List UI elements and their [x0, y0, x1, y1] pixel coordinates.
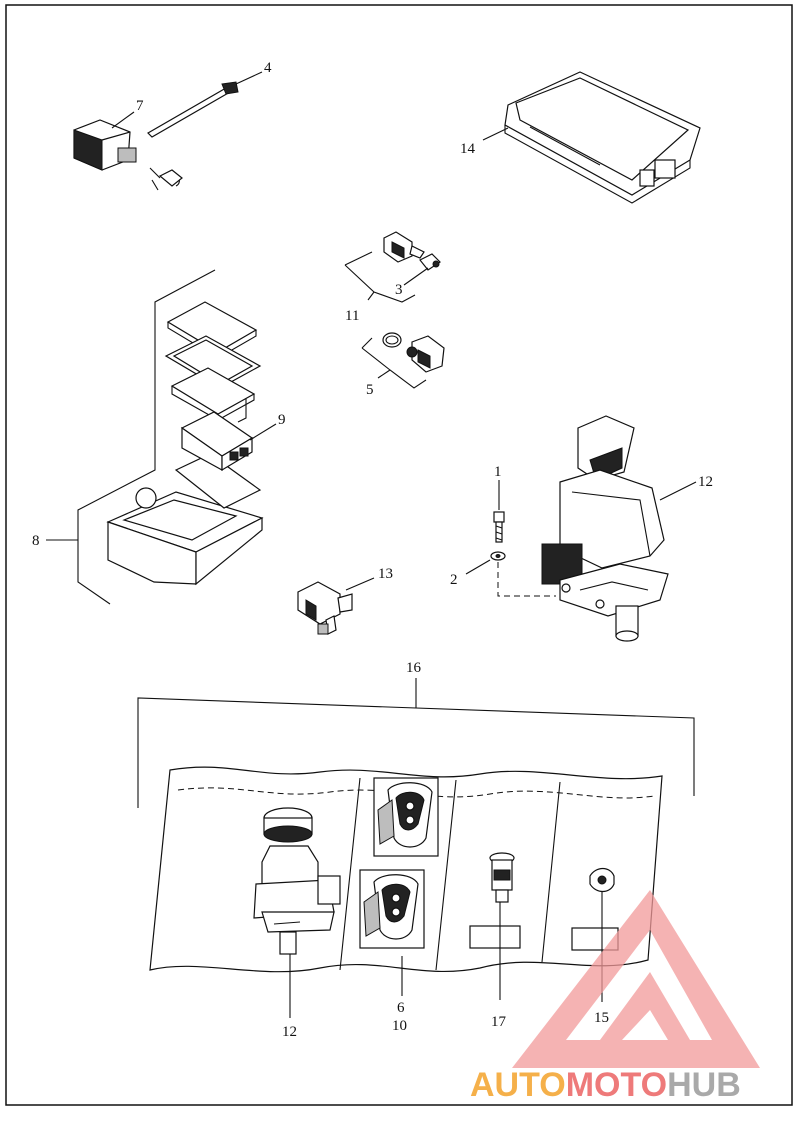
callout-1: 1 [494, 464, 502, 480]
callout-2: 2 [450, 572, 458, 588]
callout-6: 6 [397, 1000, 405, 1016]
kit-key-fob-upper [373, 777, 439, 857]
callout-17: 17 [491, 1014, 507, 1030]
kit-lock-cylinder [469, 852, 521, 949]
part-8-battery-box-assembly [106, 301, 264, 586]
kit-key-fob-lower [359, 869, 425, 949]
part-4-cable-tie [147, 81, 239, 138]
callout-12-top: 12 [698, 474, 713, 490]
watermark-hub: HUB [667, 1066, 741, 1104]
callout-12-kit: 12 [282, 1024, 297, 1040]
part-9-module [180, 411, 254, 472]
part-7-connector [73, 119, 183, 191]
group-8-bracket [77, 269, 216, 605]
callout-10: 10 [392, 1018, 407, 1034]
callout-16: 16 [406, 660, 422, 676]
callout-14: 14 [460, 141, 476, 157]
callout-9: 9 [278, 412, 286, 428]
part-13-sensor [297, 581, 353, 635]
kit-mount-bracket [571, 867, 619, 951]
kit-ignition-switch [253, 807, 341, 955]
part-2-washer [490, 551, 506, 561]
part-1-bolt [493, 511, 505, 543]
callout-4: 4 [264, 60, 272, 76]
automotohub-watermark-logo [512, 890, 760, 1068]
watermark-auto: AUTO [470, 1066, 566, 1104]
diagram-border [5, 4, 793, 1106]
callout-5: 5 [366, 382, 374, 398]
callout-3: 3 [395, 282, 403, 298]
callout-11: 11 [345, 308, 359, 324]
callout-13: 13 [378, 566, 393, 582]
part-5-sensor-with-oring [382, 332, 445, 373]
part-12-ignition-switch [541, 415, 669, 642]
part-3-sensor-connector [419, 253, 441, 271]
callout-15: 15 [594, 1010, 609, 1026]
part-11-sensor [383, 231, 425, 263]
callout-8: 8 [32, 533, 40, 549]
callout-7: 7 [136, 98, 144, 114]
watermark-moto: MOTO [566, 1066, 667, 1104]
part-14-control-module [504, 71, 701, 204]
watermark-text: AUTOMOTOHUB [470, 1066, 741, 1104]
